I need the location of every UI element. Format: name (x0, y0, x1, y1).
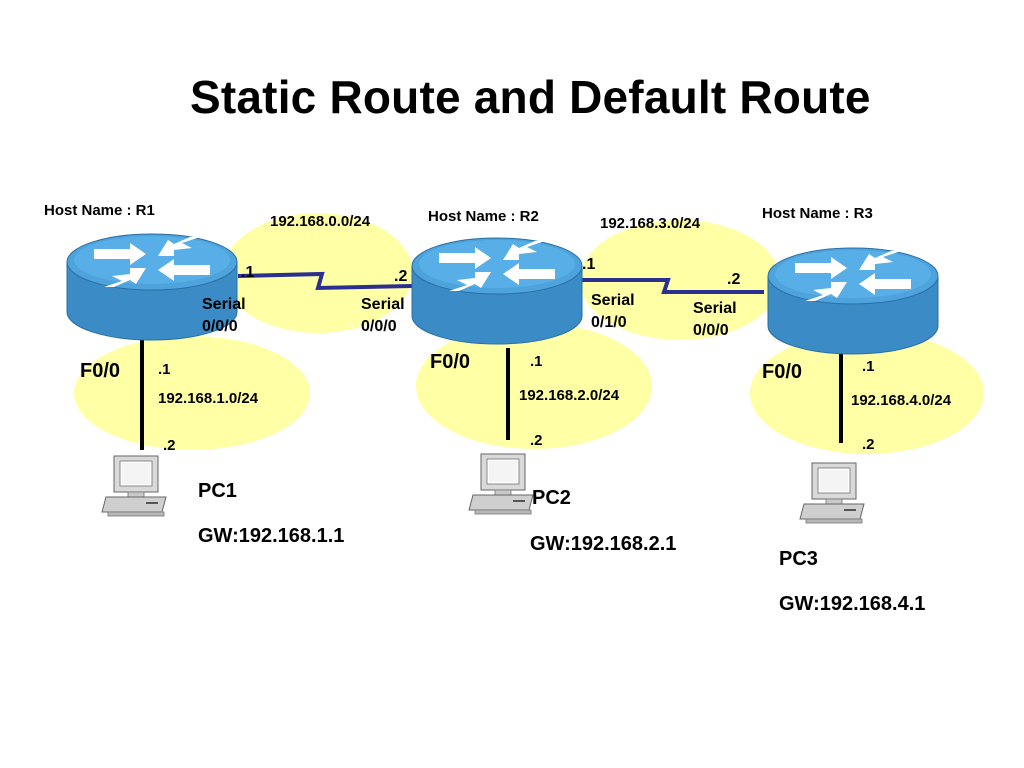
pc-name-label: PC3 (779, 548, 818, 570)
router-icon (411, 237, 583, 345)
router-hostname-r1: Host Name : R1 (44, 202, 155, 219)
interface-name-label: Serial (591, 292, 635, 309)
slide-title: Static Route and Default Route (190, 71, 871, 123)
interface-name-label: 0/0/0 (361, 318, 397, 335)
network-ellipse-192-168-2-0 (416, 323, 652, 449)
serial-network-label: 192.168.0.0/24 (270, 213, 371, 230)
pc-gateway-label: GW:192.168.4.1 (779, 593, 926, 615)
router-hostname-r2: Host Name : R2 (428, 208, 539, 225)
pc-gateway-label: GW:192.168.2.1 (530, 533, 677, 555)
interface-name-label: Serial (202, 296, 246, 313)
interface-name-label: 0/0/0 (202, 318, 238, 335)
interface-name-label: 0/1/0 (591, 314, 627, 331)
pc-icon (101, 455, 167, 517)
lan-gateway-ip-label: .1 (158, 361, 171, 378)
lan-network-label: 192.168.2.0/24 (519, 387, 620, 404)
router-icon (767, 247, 939, 355)
pc-ip-label: .2 (862, 436, 875, 453)
interface-ip-label: .1 (582, 256, 596, 273)
lan-network-label: 192.168.4.0/24 (851, 392, 952, 409)
pc-ip-label: .2 (530, 432, 543, 449)
serial-link-r1-r2 (237, 271, 413, 291)
network-ellipse-192-168-4-0 (750, 332, 984, 454)
lan-interface-label: F0/0 (762, 361, 803, 383)
pc-icon (799, 462, 865, 524)
serial-network-label: 192.168.3.0/24 (600, 215, 701, 232)
lan-gateway-ip-label: .1 (530, 353, 543, 370)
pc-ip-label: .2 (163, 437, 176, 454)
lan-network-label: 192.168.1.0/24 (158, 390, 259, 407)
router-hostname-r3: Host Name : R3 (762, 205, 873, 222)
serial-link-r2-r3 (580, 278, 764, 294)
pc-icon (468, 453, 534, 515)
interface-name-label: Serial (693, 300, 737, 317)
interface-name-label: Serial (361, 296, 405, 313)
lan-gateway-ip-label: .1 (862, 358, 875, 375)
interface-ip-label: .2 (394, 268, 408, 285)
lan-interface-label: F0/0 (430, 351, 471, 373)
pc-name-label: PC1 (198, 480, 237, 502)
lan-interface-label: F0/0 (80, 360, 121, 382)
interface-name-label: 0/0/0 (693, 322, 729, 339)
interface-ip-label: .1 (241, 264, 255, 281)
pc-name-label: PC2 (532, 487, 571, 509)
interface-ip-label: .2 (727, 271, 741, 288)
pc-gateway-label: GW:192.168.1.1 (198, 525, 345, 547)
network-ellipse-192-168-1-0 (74, 336, 310, 450)
network-ellipse-192-168-3-0 (580, 220, 780, 340)
